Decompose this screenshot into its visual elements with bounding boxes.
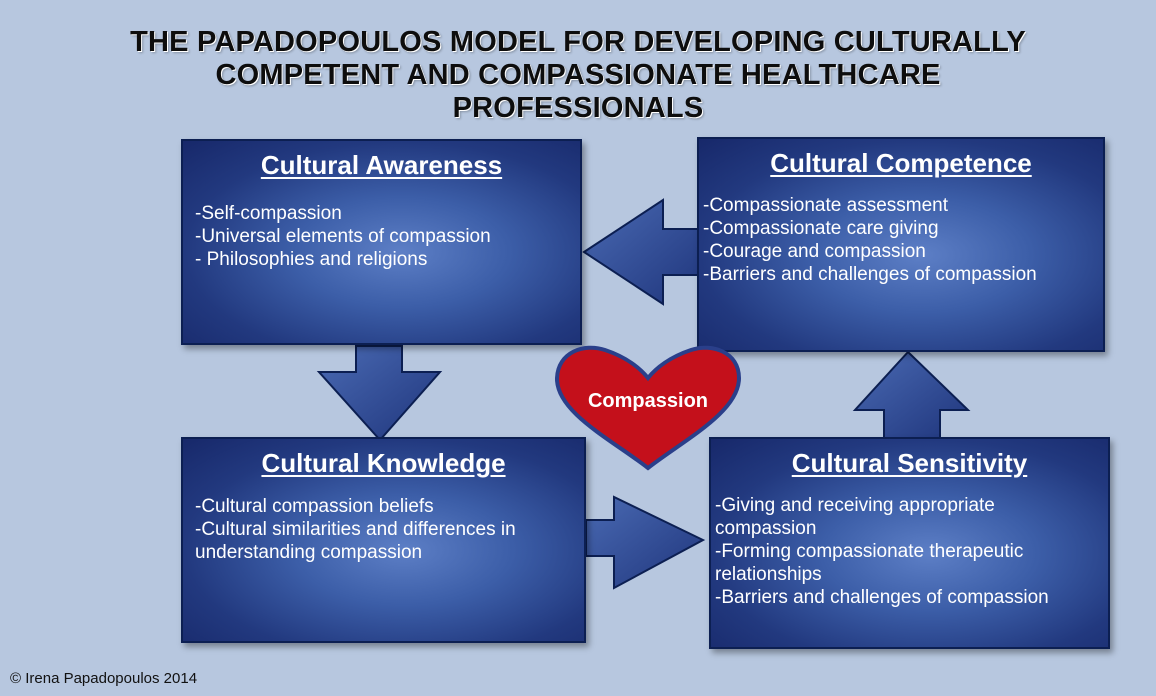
cultural-knowledge-list: -Cultural compassion beliefs -Cultural s… <box>195 495 576 564</box>
list-item: -Compassionate care giving <box>703 218 939 239</box>
cultural-awareness-list: -Self-compassion -Universal elements of … <box>195 202 572 271</box>
title-line-1: THE PAPADOPOULOS MODEL FOR DEVELOPING CU… <box>130 26 1026 58</box>
cultural-competence-title: Cultural Competence <box>770 148 1032 178</box>
list-item: -Giving and receiving appropriate compas… <box>715 495 995 539</box>
cultural-competence-box: Cultural Competence -Compassionate asses… <box>697 137 1105 352</box>
cultural-awareness-title: Cultural Awareness <box>260 150 503 180</box>
copyright-notice: © Irena Papadopoulos 2014 <box>10 670 198 687</box>
cultural-competence-list: -Compassionate assessment -Compassionate… <box>703 194 1097 286</box>
list-item: -Cultural similarities and differences i… <box>195 519 516 563</box>
cultural-sensitivity-title: Cultural Sensitivity <box>791 448 1028 478</box>
cultural-sensitivity-list: -Giving and receiving appropriate compas… <box>715 494 1100 609</box>
cultural-sensitivity-box: Cultural Sensitivity -Giving and receivi… <box>709 437 1110 649</box>
title-line-3: PROFESSIONALS <box>452 92 704 124</box>
cultural-awareness-box: Cultural Awareness -Self-compassion -Uni… <box>181 139 582 345</box>
cultural-knowledge-box: Cultural Knowledge -Cultural compassion … <box>181 437 586 643</box>
title-line-2: COMPETENT AND COMPASSIONATE HEALTHCARE <box>215 59 941 91</box>
list-item: - Philosophies and religions <box>195 249 428 270</box>
list-item: -Cultural compassion beliefs <box>195 496 434 517</box>
arrow-knowledge-to-sensitivity <box>585 495 706 590</box>
diagram-title: THE PAPADOPOULOS MODEL FOR DEVELOPING CU… <box>60 26 1096 125</box>
list-item: -Barriers and challenges of compassion <box>715 587 1049 608</box>
list-item: -Forming compassionate therapeutic relat… <box>715 541 1024 585</box>
cultural-knowledge-title: Cultural Knowledge <box>261 448 506 478</box>
compassion-label: Compassion <box>588 390 708 412</box>
list-item: -Barriers and challenges of compassion <box>703 264 1037 285</box>
arrow-awareness-to-knowledge <box>316 345 443 442</box>
list-item: -Courage and compassion <box>703 241 926 262</box>
list-item: -Universal elements of compassion <box>195 226 491 247</box>
heart-icon <box>554 345 742 471</box>
list-item: -Compassionate assessment <box>703 195 948 216</box>
list-item: -Self-compassion <box>195 203 342 224</box>
